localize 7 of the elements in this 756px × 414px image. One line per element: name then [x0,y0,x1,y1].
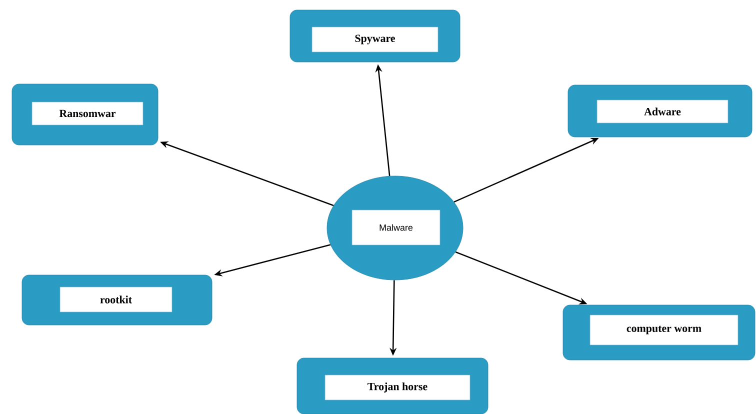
process-box: Ransomwar [12,84,158,146]
process-box: Adware [568,84,752,138]
process-box: Trojan horse [296,358,488,414]
process-box: rootkit [22,274,212,326]
process-box: computer worm [562,304,756,360]
process-box: Spyware [290,10,460,62]
ellipse-node: Malware [326,176,464,280]
